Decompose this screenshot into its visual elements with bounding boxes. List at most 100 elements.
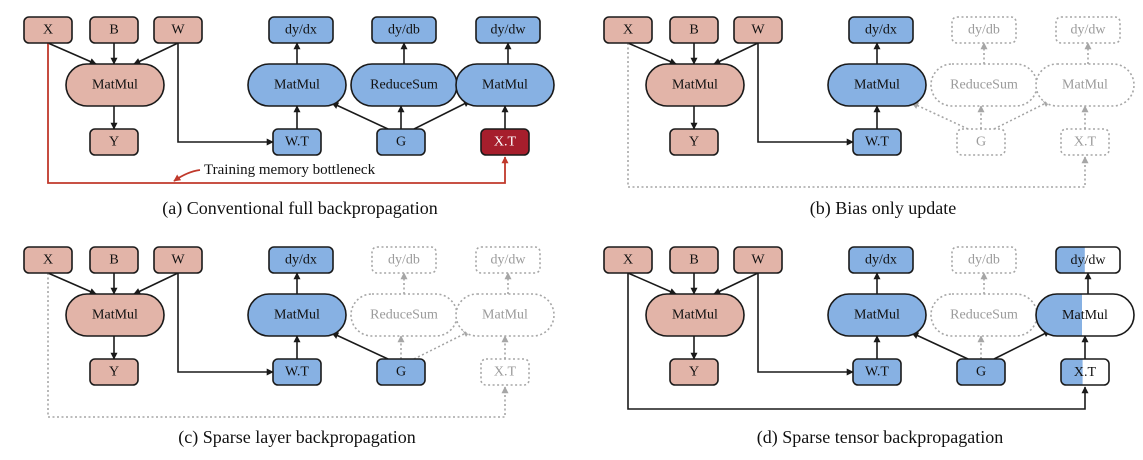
dydw-label-right: /dw — [1085, 253, 1107, 268]
b-node — [89, 246, 139, 274]
x-label: X — [43, 23, 53, 38]
edge-w-matmul — [713, 272, 759, 295]
g-label: G — [396, 135, 406, 150]
x-node — [603, 16, 653, 44]
matmul-dx-node — [827, 293, 927, 337]
edge-w-wt — [757, 273, 854, 376]
dydb-node — [371, 16, 437, 44]
matmul-dw-node — [455, 293, 555, 337]
reducesum-label: ReduceSum — [950, 78, 1018, 93]
wt-label: W.T — [285, 135, 309, 150]
y-label: Y — [689, 365, 699, 380]
x-label: X — [43, 253, 53, 268]
w-node — [153, 246, 203, 274]
g-node — [956, 128, 1006, 156]
matmul-dw-node — [1035, 63, 1135, 107]
bottleneck-annotation: Training memory bottleneck — [204, 162, 376, 178]
y-node — [89, 358, 139, 386]
dydx-label: dy/dx — [865, 253, 897, 268]
dydx-label: dy/dx — [865, 23, 897, 38]
b-node — [669, 246, 719, 274]
matmul-dw-label: MatMul — [1062, 308, 1108, 323]
dydx-node — [848, 16, 914, 44]
dydb-label: dy/db — [388, 23, 420, 38]
w-node — [733, 16, 783, 44]
b-node — [669, 16, 719, 44]
matmul-dw-node — [455, 63, 555, 107]
g-node — [956, 358, 1006, 386]
edge-w-matmul — [133, 272, 179, 295]
caption-b: (b) Bias only update — [810, 198, 956, 219]
reducesum-node — [350, 293, 458, 337]
bottleneck-pointer-arrow — [173, 169, 201, 182]
xt-label: X.T — [1074, 135, 1097, 150]
g-label: G — [976, 365, 986, 380]
dydx-node — [268, 16, 334, 44]
dydw-label: dy/dw — [491, 253, 527, 268]
x-label: X — [623, 253, 633, 268]
edge-g-matmul-w — [993, 330, 1051, 360]
wt-label: W.T — [865, 135, 889, 150]
edge-x-xt — [627, 43, 1089, 188]
edge-w-wt — [757, 43, 854, 146]
wt-node — [272, 128, 322, 156]
edge-g-matmul-w — [993, 100, 1051, 130]
matmul-dx-label: MatMul — [274, 308, 320, 323]
dydb-node — [371, 246, 437, 274]
matmul-dx-node — [247, 63, 347, 107]
dydb-label: dy/db — [968, 253, 1000, 268]
edge-g-matmul-x — [331, 332, 389, 360]
g-label: G — [396, 365, 406, 380]
y-node — [89, 128, 139, 156]
b-node — [89, 16, 139, 44]
wt-label: W.T — [865, 365, 889, 380]
edge-x-matmul — [47, 272, 97, 295]
reducesum-label: ReduceSum — [950, 308, 1018, 323]
edge-g-matmul-x — [911, 102, 969, 130]
edge-x-matmul — [627, 272, 677, 295]
edge-g-matmul-x — [911, 332, 969, 360]
dydb-node — [951, 16, 1017, 44]
dydx-node — [848, 246, 914, 274]
dydw-node-fill — [1056, 247, 1085, 273]
caption-c: (c) Sparse layer backpropagation — [178, 427, 415, 448]
g-label: G — [976, 135, 986, 150]
edge-x-matmul — [47, 42, 97, 65]
x-node — [23, 246, 73, 274]
w-label: W — [751, 23, 765, 38]
g-node — [376, 128, 426, 156]
caption-d: (d) Sparse tensor backpropagation — [757, 427, 1003, 448]
dydx-label: dy/dx — [285, 253, 317, 268]
reducesum-label: ReduceSum — [370, 308, 438, 323]
reducesum-node — [930, 63, 1038, 107]
matmul-dx-label: MatMul — [274, 78, 320, 93]
dydw-label-left: dy — [1071, 253, 1085, 268]
xt-label: X.T — [494, 135, 517, 150]
xt-node — [480, 128, 530, 156]
w-label: W — [171, 253, 185, 268]
matmul-forward-label: MatMul — [672, 78, 718, 93]
xt-label-left: X — [1074, 365, 1084, 380]
xt-node — [480, 358, 530, 386]
edge-x-xt — [47, 43, 509, 184]
reducesum-node — [930, 293, 1038, 337]
matmul-forward-label: MatMul — [92, 308, 138, 323]
matmul-dw-label: MatMul — [1062, 78, 1108, 93]
matmul-dx-label: MatMul — [854, 78, 900, 93]
edge-g-matmul-x — [331, 102, 389, 130]
dydw-label: dy/dw — [1071, 23, 1107, 38]
x-node — [23, 16, 73, 44]
dydb-node — [951, 246, 1017, 274]
wt-node — [852, 358, 902, 386]
dydw-node — [1055, 16, 1121, 44]
wt-node — [272, 358, 322, 386]
w-label: W — [171, 23, 185, 38]
xt-label-right: .T — [1084, 365, 1097, 380]
matmul-dw-label-left: Mat — [1062, 308, 1085, 323]
x-node — [603, 246, 653, 274]
dydw-label: dy/dw — [1071, 253, 1107, 268]
matmul-forward-label: MatMul — [92, 78, 138, 93]
